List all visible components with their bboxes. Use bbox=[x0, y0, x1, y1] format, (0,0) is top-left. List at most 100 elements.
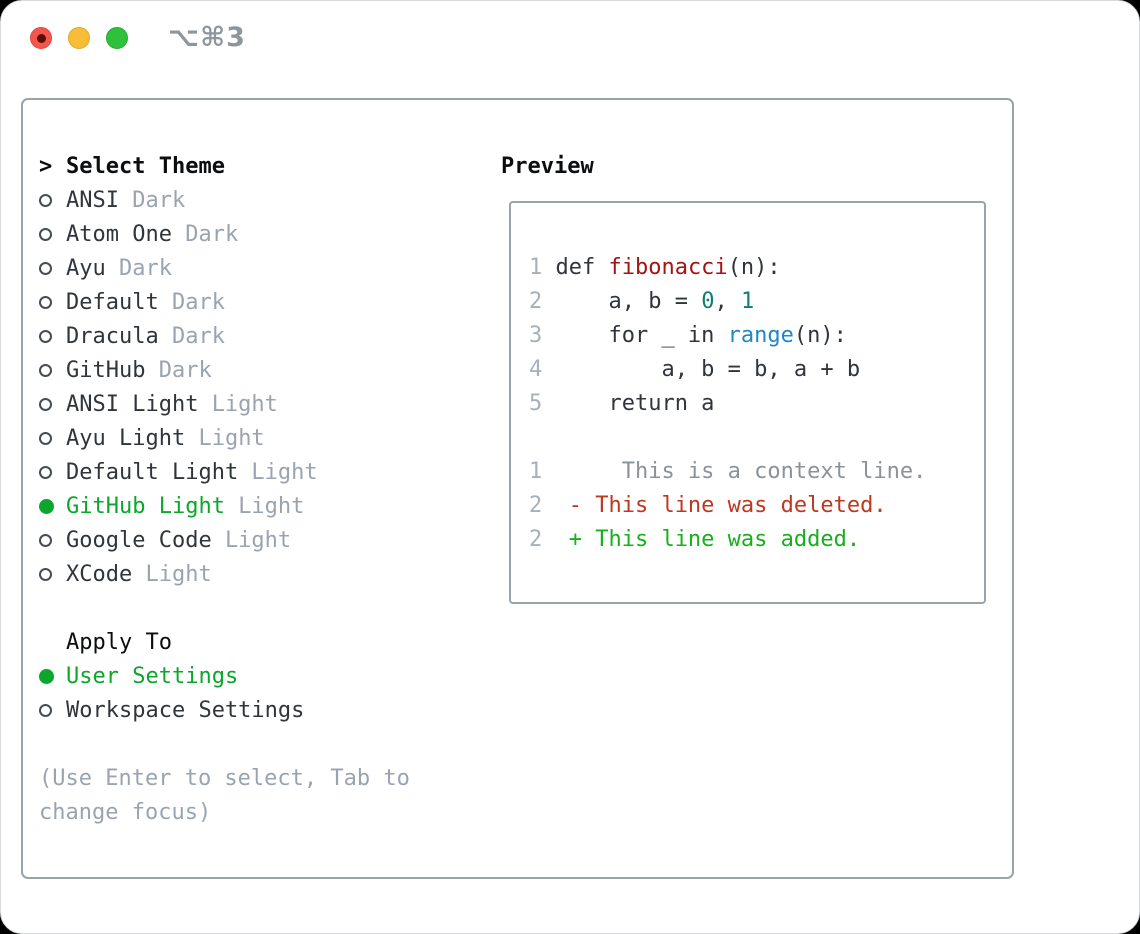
radio-icon bbox=[39, 533, 52, 547]
radio-icon bbox=[39, 397, 52, 411]
line-number: 2 bbox=[529, 527, 543, 552]
theme-variant-label: Dark bbox=[118, 255, 172, 281]
radio-icon bbox=[39, 295, 52, 309]
code-segment-builtin: range bbox=[727, 323, 794, 348]
theme-variant-label: Light bbox=[211, 391, 278, 417]
theme-item-default-light[interactable]: Default Light Light bbox=[39, 455, 410, 489]
theme-name-label: GitHub Light bbox=[66, 493, 225, 519]
line-number: 1 bbox=[529, 459, 543, 484]
theme-name-label: ANSI bbox=[66, 187, 119, 213]
code-segment-added: + This line was added. bbox=[555, 527, 861, 552]
radio-icon bbox=[39, 329, 52, 343]
code-segment-plain: a, b = b, a + b bbox=[555, 357, 861, 382]
titlebar: ⌥⌘3 bbox=[1, 1, 1139, 71]
help-text-line-2: change focus) bbox=[39, 799, 212, 825]
apply-option-workspace-settings[interactable]: Workspace Settings bbox=[39, 693, 410, 727]
code-segment-deleted: - This line was deleted. bbox=[555, 493, 887, 518]
code-line: 1 def fibonacci(n): bbox=[529, 251, 984, 285]
code-segment-context: This is a context line. bbox=[555, 459, 927, 484]
code-segment-plain: return a bbox=[555, 391, 715, 416]
radio-icon bbox=[39, 261, 52, 275]
theme-variant-label: Light bbox=[145, 561, 212, 587]
theme-variant-label: Dark bbox=[158, 357, 212, 383]
code-segment-plain: , bbox=[714, 289, 741, 314]
spacer bbox=[39, 727, 410, 761]
code-segment-number: 0 bbox=[701, 289, 715, 314]
theme-variant-label: Dark bbox=[185, 221, 239, 247]
theme-item-google-code[interactable]: Google Code Light bbox=[39, 523, 410, 557]
theme-variant-label: Light bbox=[251, 459, 318, 485]
theme-name-label: ANSI Light bbox=[66, 391, 199, 417]
traffic-lights bbox=[30, 27, 128, 49]
theme-item-github[interactable]: GitHub Dark bbox=[39, 353, 410, 387]
theme-name-label: Google Code bbox=[66, 527, 212, 553]
code-line: 5 return a bbox=[529, 387, 984, 421]
line-number: 4 bbox=[529, 357, 543, 382]
radio-icon bbox=[39, 703, 52, 717]
line-number: 2 bbox=[529, 493, 543, 518]
apply-option-label: Workspace Settings bbox=[66, 697, 305, 723]
code-segment-number: 1 bbox=[740, 289, 755, 314]
apply-option-user-settings[interactable]: User Settings bbox=[39, 659, 410, 693]
help-text-line-1: (Use Enter to select, Tab to bbox=[39, 765, 410, 791]
radio-icon bbox=[39, 567, 52, 581]
theme-name-label: Atom One bbox=[66, 221, 172, 247]
theme-name-label: Ayu bbox=[66, 255, 106, 281]
radio-selected-icon bbox=[39, 498, 54, 514]
cursor-icon: > bbox=[39, 153, 53, 179]
theme-variant-label: Light bbox=[224, 527, 292, 553]
close-button[interactable] bbox=[30, 27, 52, 49]
code-segment-plain: (n): bbox=[727, 255, 781, 280]
code-line bbox=[529, 421, 984, 455]
line-number: 1 bbox=[529, 255, 543, 280]
apply-to-header: Apply To bbox=[66, 629, 172, 655]
code-segment-plain: (n): bbox=[793, 323, 847, 348]
theme-name-label: GitHub bbox=[66, 357, 146, 383]
code-line: 2 - This line was deleted. bbox=[529, 489, 984, 523]
code-line: 3 for _ in range(n): bbox=[529, 319, 984, 353]
code-segment-plain: for _ in bbox=[555, 323, 728, 348]
theme-item-ansi-light[interactable]: ANSI Light Light bbox=[39, 387, 410, 421]
radio-selected-icon bbox=[39, 668, 54, 684]
radio-icon bbox=[39, 465, 52, 479]
theme-name-label: Default Light bbox=[66, 459, 239, 485]
radio-icon bbox=[39, 363, 52, 377]
theme-variant-label: Light bbox=[198, 425, 265, 451]
close-dot-icon bbox=[36, 33, 46, 43]
window-shortcut-label: ⌥⌘3 bbox=[168, 22, 246, 53]
theme-item-ayu[interactable]: Ayu Dark bbox=[39, 251, 410, 285]
theme-variant-label: Dark bbox=[132, 187, 186, 213]
select-theme-header: > Select Theme bbox=[39, 149, 410, 183]
code-line: 2 a, b = 0, 1 bbox=[529, 285, 984, 319]
code-segment-plain: def bbox=[555, 255, 609, 280]
theme-item-atom-one[interactable]: Atom One Dark bbox=[39, 217, 410, 251]
code-segment-func: fibonacci bbox=[608, 255, 728, 280]
spacer bbox=[39, 591, 410, 625]
code-line: 2 + This line was added. bbox=[529, 523, 984, 557]
theme-item-ansi[interactable]: ANSI Dark bbox=[39, 183, 410, 217]
minimize-button[interactable] bbox=[68, 27, 90, 49]
radio-icon bbox=[39, 227, 52, 241]
theme-variant-label: Dark bbox=[171, 323, 225, 349]
line-number: 5 bbox=[529, 391, 543, 416]
line-number: 3 bbox=[529, 323, 543, 348]
code-segment-plain: a, b = bbox=[555, 289, 702, 314]
zoom-button[interactable] bbox=[106, 27, 128, 49]
select-theme-title: Select Theme bbox=[66, 153, 225, 179]
theme-name-label: Default bbox=[66, 289, 159, 315]
preview-title: Preview bbox=[501, 153, 594, 179]
radio-icon bbox=[39, 193, 52, 207]
code-line: 4 a, b = b, a + b bbox=[529, 353, 984, 387]
